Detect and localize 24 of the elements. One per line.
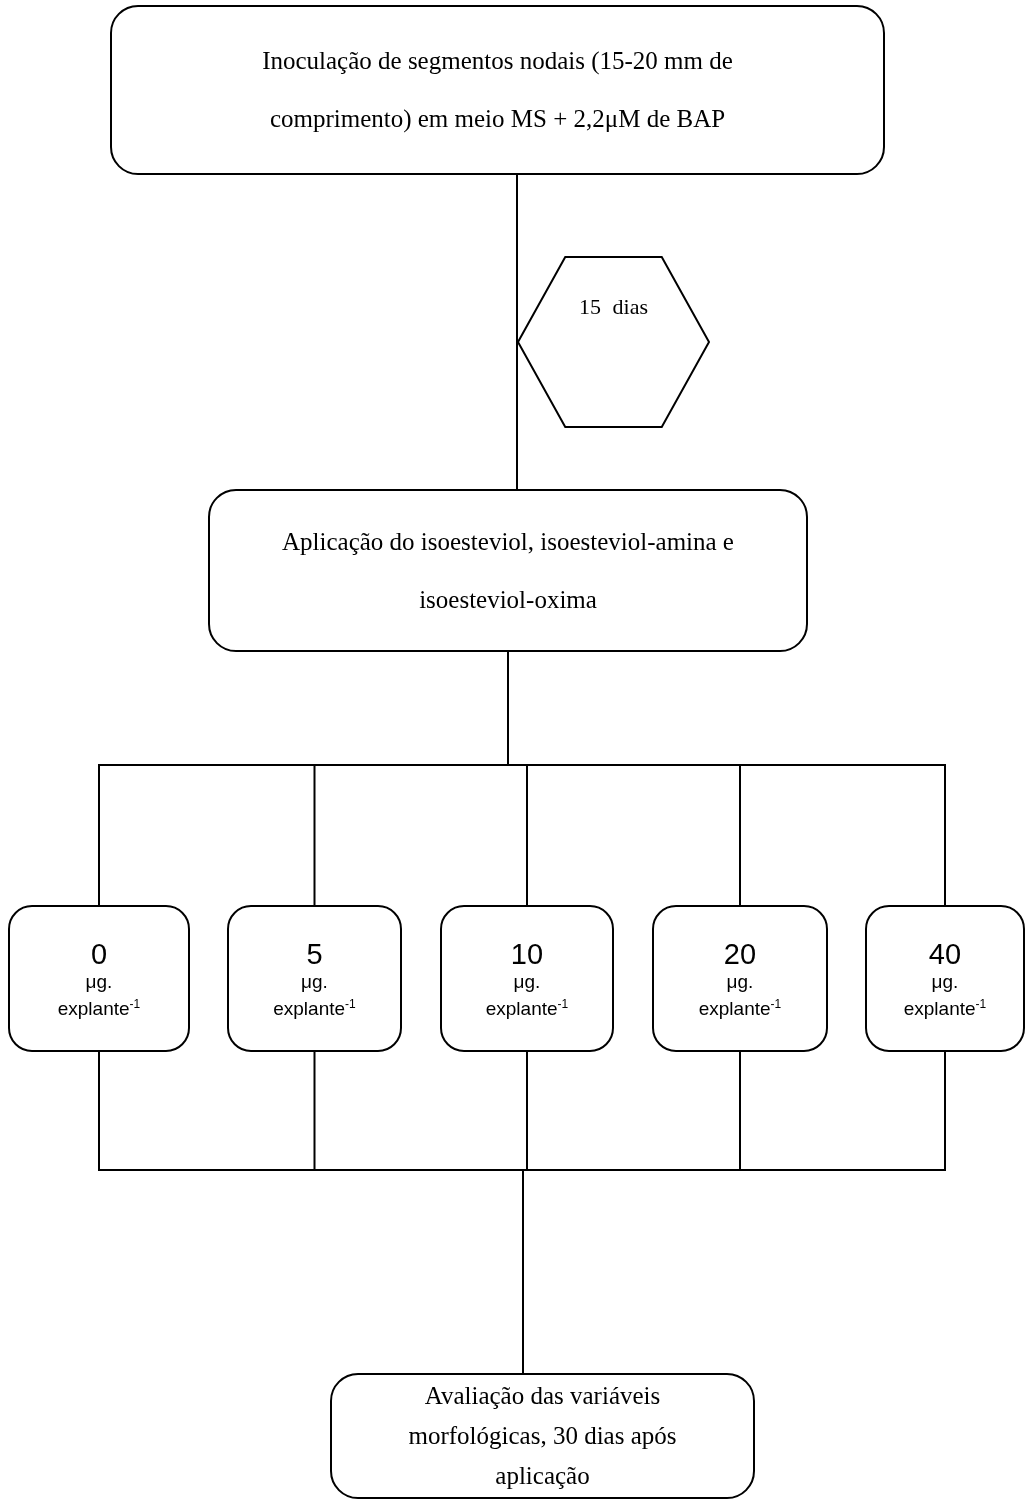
dose-value: 20: [723, 936, 757, 971]
process-box: [330, 1373, 755, 1499]
dose-unit: μg. explante$^{-1}$: [697, 970, 783, 1021]
process-box: [110, 5, 885, 175]
dose-value: 0: [90, 936, 108, 971]
connector-line: [516, 174, 518, 490]
process-box: [865, 905, 1025, 1052]
process-box: [208, 489, 808, 652]
dose-value: 5: [306, 936, 323, 971]
process-box: [440, 905, 614, 1052]
dose-unit: μg. explante$^{-1}$: [902, 970, 988, 1021]
duration-hexagon: [517, 256, 710, 428]
dose-unit: μg. explante$^{-1}$: [56, 970, 142, 1021]
process-box: [652, 905, 828, 1052]
dose-value: 10: [510, 936, 544, 971]
duration-label: 15 dias: [579, 294, 648, 320]
dose-unit: μg. explante$^{-1}$: [484, 970, 570, 1021]
step-text: Aplicação do isoesteviol, isoesteviol-amina e isoesteviol-oxima: [281, 526, 735, 615]
process-box: [227, 905, 402, 1052]
dose-unit: μg. explante$^{-1}$: [272, 970, 357, 1021]
step-text: Avaliação das variáveis morfológicas, 30 dias após aplicação: [407, 1381, 678, 1491]
step-text: Inoculação de segmentos nodais (15-20 mm de comprimento) em meio MS + 2,2μM de BAP: [261, 46, 734, 135]
dose-value: 40: [928, 936, 962, 971]
process-box: [8, 905, 190, 1052]
